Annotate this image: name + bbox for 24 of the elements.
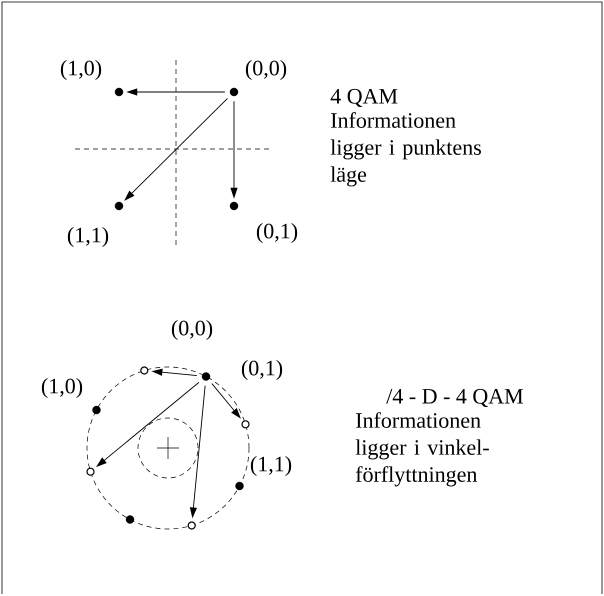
point-label: (0,0) [246,60,286,80]
point-label: (1,1) [68,227,108,247]
filled-dot [235,482,244,490]
open-dot [86,468,95,476]
open-dot [241,420,250,428]
point-label: (1,1) [250,456,292,476]
point-label: (0,1) [242,360,282,380]
filled-dot [202,372,210,381]
heading-text: /4 - D - 4 QAM [386,388,524,408]
heading-text: 4 QAM [330,88,398,108]
filled-dot [230,202,238,210]
point-label: (0,1) [256,223,298,243]
point-label: (0,0) [172,320,212,340]
filled-dot [230,88,238,96]
point-label: (1,0) [42,378,82,398]
filled-dot [114,88,124,96]
description-text: Informationen ligger i vinkel- förflyttningen [356,412,489,486]
description-text: Informationen ligger i punktens läge [330,112,481,186]
filled-dot [126,515,134,524]
open-dot [188,521,196,530]
open-dot [140,366,148,375]
filled-dot [92,406,101,414]
filled-dot [114,202,124,210]
point-label: (1,0) [60,60,102,80]
